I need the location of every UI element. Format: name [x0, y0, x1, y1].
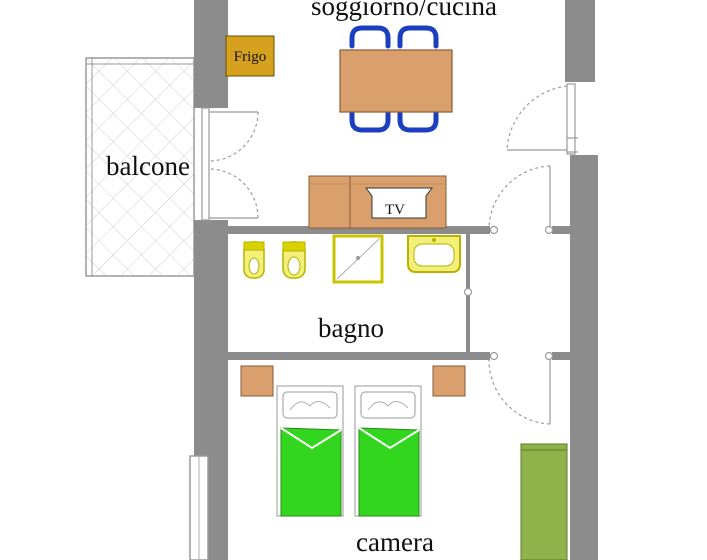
fridge-label: Frigo	[234, 49, 267, 65]
dining-table	[339, 25, 453, 133]
tv-icon	[365, 187, 433, 219]
bed-right	[354, 385, 422, 517]
tv-cabinet: TV	[308, 175, 447, 229]
toilet	[282, 241, 306, 279]
washbasin	[407, 235, 461, 273]
balcony-area	[85, 57, 195, 277]
balcony-door	[201, 107, 259, 221]
chair-top-right	[397, 25, 439, 49]
bathroom-door	[488, 165, 554, 235]
chair-top-left	[349, 25, 391, 49]
room-label-bathroom: bagno	[318, 313, 384, 343]
room-label-living-kitchen: soggiorno/cucina	[311, 0, 497, 21]
bidet	[243, 241, 265, 279]
bedroom-door	[488, 351, 554, 425]
room-label-bedroom: camera	[356, 527, 434, 557]
entrance-door	[506, 83, 578, 155]
window	[189, 455, 209, 560]
shower	[332, 234, 384, 284]
wardrobe	[520, 443, 568, 560]
chair-bottom-right	[397, 109, 439, 133]
room-label-balcony: balcone	[106, 151, 190, 181]
tv-label: TV	[385, 202, 405, 218]
sliding-door	[463, 287, 473, 297]
fridge: Frigo	[225, 35, 275, 77]
nightstand-right	[432, 365, 466, 397]
bed-left	[276, 385, 344, 517]
chair-bottom-left	[349, 109, 391, 133]
nightstand-left	[240, 365, 274, 397]
doors	[201, 83, 578, 425]
